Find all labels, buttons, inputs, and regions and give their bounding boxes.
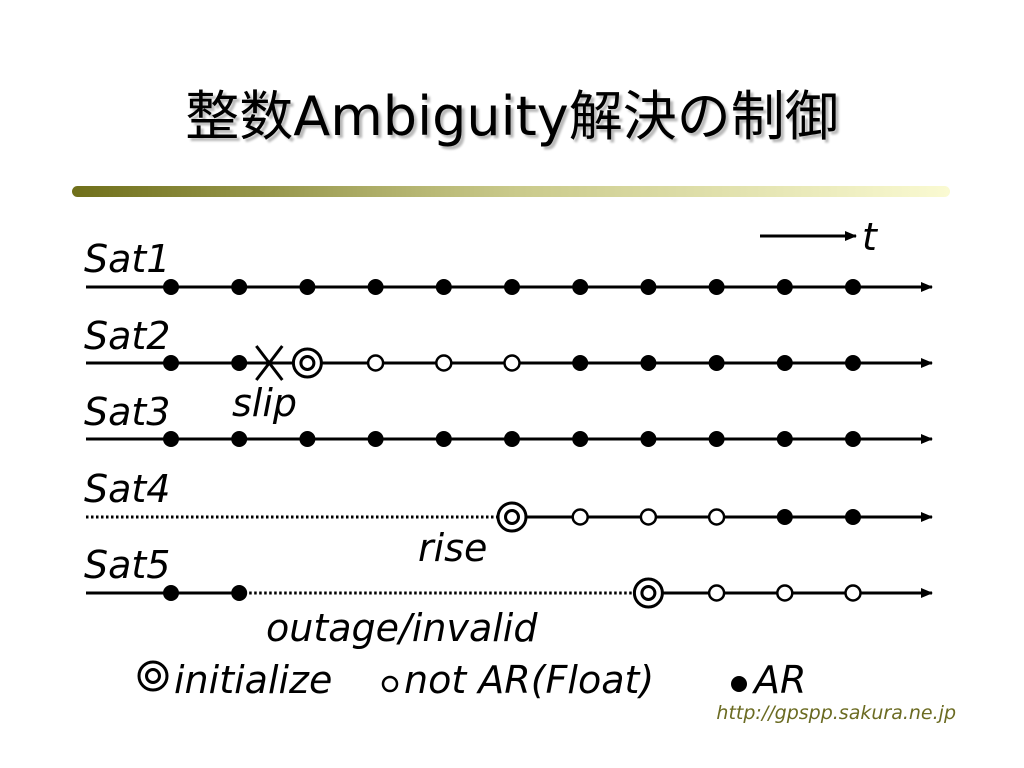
track-5 bbox=[86, 577, 933, 609]
epoch-ar-marker bbox=[640, 431, 657, 447]
slip-annotation: slip bbox=[232, 381, 297, 425]
legend-ar-label: AR bbox=[751, 658, 806, 702]
epoch-ar-marker bbox=[299, 279, 316, 295]
epoch-ar-marker bbox=[367, 279, 384, 295]
epoch-ar-marker bbox=[435, 431, 452, 447]
outage-annotation: outage/invalid bbox=[266, 606, 538, 650]
source-url: http://gpspp.sakura.ne.jp bbox=[716, 702, 956, 724]
legend-ar-icon bbox=[731, 676, 747, 692]
epoch-float-marker bbox=[844, 584, 862, 602]
epoch-ar-marker bbox=[776, 509, 793, 525]
epoch-ar-marker bbox=[504, 279, 520, 295]
epoch-ar-marker bbox=[231, 279, 248, 295]
epoch-ar-marker bbox=[640, 355, 657, 371]
sat4-label: Sat4 bbox=[84, 467, 170, 511]
epoch-float-marker bbox=[366, 354, 385, 372]
slip-cross-icon bbox=[255, 345, 284, 381]
epoch-ar-marker bbox=[708, 279, 725, 295]
time-label: t bbox=[862, 215, 879, 259]
epoch-ar-marker bbox=[367, 431, 384, 447]
epoch-ar-marker bbox=[299, 431, 316, 447]
epoch-initialize-marker-inner bbox=[299, 355, 316, 371]
rise-annotation: rise bbox=[418, 526, 487, 570]
epoch-ar-marker bbox=[231, 585, 248, 601]
epoch-ar-marker bbox=[708, 431, 725, 447]
epoch-ar-marker bbox=[163, 431, 179, 447]
epoch-ar-marker bbox=[776, 279, 793, 295]
epoch-ar-marker bbox=[708, 355, 725, 371]
epoch-initialize-marker-inner bbox=[504, 509, 520, 525]
sat2-label: Sat2 bbox=[84, 314, 170, 358]
epoch-ar-marker bbox=[163, 279, 179, 295]
title-underline bbox=[72, 186, 950, 197]
legend-float-icon bbox=[381, 675, 399, 693]
epoch-ar-marker bbox=[845, 355, 861, 371]
epoch-float-marker bbox=[503, 354, 521, 372]
epoch-ar-marker bbox=[435, 279, 452, 295]
epoch-float-marker bbox=[707, 584, 726, 602]
track-1 bbox=[86, 279, 933, 295]
epoch-ar-marker bbox=[572, 431, 589, 447]
epoch-ar-marker bbox=[163, 585, 179, 601]
track-3 bbox=[86, 431, 933, 447]
epoch-float-marker bbox=[776, 584, 794, 602]
epoch-ar-marker bbox=[845, 509, 861, 525]
epoch-ar-marker bbox=[572, 279, 589, 295]
epoch-ar-marker bbox=[776, 355, 793, 371]
epoch-float-marker bbox=[707, 508, 726, 526]
epoch-float-marker bbox=[571, 508, 589, 526]
legend-float-label: not AR(Float) bbox=[404, 658, 654, 702]
epoch-ar-marker bbox=[845, 279, 861, 295]
sat5-label: Sat5 bbox=[84, 543, 170, 587]
epoch-ar-marker bbox=[845, 431, 861, 447]
sat3-label: Sat3 bbox=[84, 390, 170, 434]
legend-initialize-label: initialize bbox=[174, 658, 332, 702]
epoch-float-marker bbox=[435, 354, 453, 372]
track-4 bbox=[86, 501, 933, 533]
legend: initialize not AR(Float) AR bbox=[137, 658, 806, 702]
sat1-label: Sat1 bbox=[84, 237, 170, 281]
satellite-tracks bbox=[86, 279, 933, 609]
epoch-ar-marker bbox=[640, 279, 657, 295]
epoch-ar-marker bbox=[231, 355, 248, 371]
epoch-ar-marker bbox=[163, 355, 179, 371]
legend-initialize-icon-inner bbox=[145, 668, 161, 684]
epoch-float-marker bbox=[639, 508, 658, 526]
epoch-ar-marker bbox=[572, 355, 589, 371]
epoch-initialize-marker-inner bbox=[640, 585, 657, 601]
epoch-ar-marker bbox=[231, 431, 248, 447]
slide-title: 整数Ambiguity解決の制御 bbox=[185, 85, 839, 148]
epoch-ar-marker bbox=[776, 431, 793, 447]
track-2 bbox=[86, 345, 933, 381]
epoch-ar-marker bbox=[504, 431, 520, 447]
